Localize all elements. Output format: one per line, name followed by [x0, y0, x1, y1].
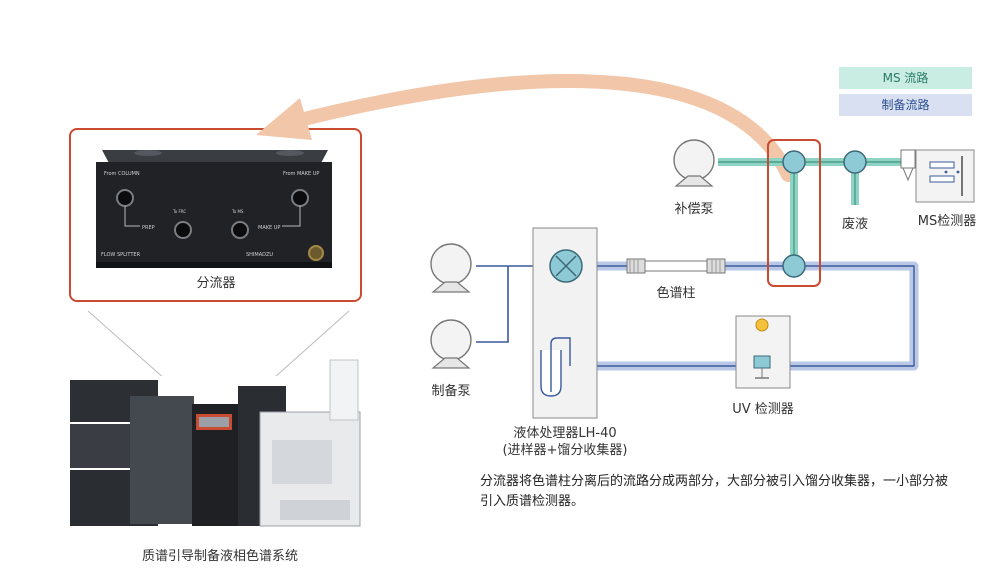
legend-ms-flow: MS 流路: [839, 67, 972, 89]
uv-detector-label: UV 检测器: [732, 402, 794, 417]
description-text: 分流器将色谱柱分离后的流路分成两部分，大部分被引入馏分收集器，一小部分被引入质谱…: [480, 474, 949, 509]
waste-label: 废液: [841, 217, 868, 232]
splitter-brand-text: SHIMADZU: [246, 252, 273, 258]
curved-arrow-icon: [256, 74, 795, 182]
junction-node: [782, 254, 806, 278]
splitter-makeup-text: MAKE UP: [258, 225, 280, 231]
pump-icon: [673, 139, 715, 187]
splitter-icon: [96, 150, 332, 268]
makeup-pump-label: 补偿泵: [674, 202, 714, 217]
legend-prep-flow: 制备流路: [839, 94, 972, 116]
ms-detector-icon: [900, 149, 975, 203]
splitter-port-right-text: To MS: [231, 209, 244, 214]
prep-pump-label: 制备泵: [431, 384, 471, 399]
splitter-from-column-text: From COLUMN: [104, 171, 140, 177]
splitter-from-makeup-text: From MAKE UP: [283, 171, 319, 177]
ms-flow-path: [718, 158, 905, 266]
splitter-port-left-text: To FRC: [172, 209, 186, 214]
splitter-label: 分流器: [196, 276, 236, 291]
fraction-collector-icon: [540, 337, 571, 397]
splitter-model-text: FLOW SPLITTER: [101, 252, 141, 258]
pump-icon: [430, 319, 472, 369]
splitter-prep-text: PREP: [142, 225, 155, 231]
column-icon: [626, 258, 726, 274]
pump-icon: [430, 243, 472, 293]
lh40-label: 液体处理器LH-40: [513, 426, 617, 441]
uv-detector-icon: [735, 315, 791, 389]
valve-icon: [549, 249, 583, 283]
system-photo: [70, 359, 364, 528]
lh40-sublabel: (进样器+馏分收集器): [502, 443, 628, 458]
ms-detector-label: MS检测器: [917, 214, 977, 229]
system-label: 质谱引导制备液相色谱系统: [141, 549, 298, 564]
splitter-highlight-box: [767, 139, 821, 287]
junction-node: [782, 150, 806, 174]
junction-node: [843, 150, 867, 174]
column-label: 色谱柱: [656, 286, 696, 301]
